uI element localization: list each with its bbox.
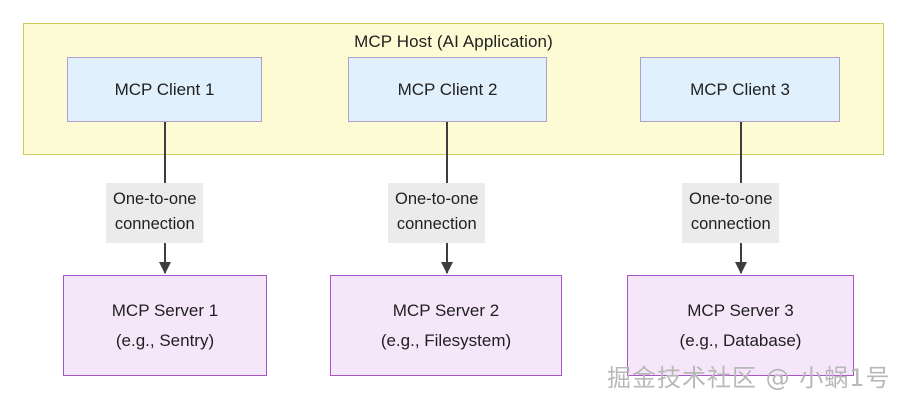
connection-label-1-line1: One-to-one	[113, 190, 197, 208]
mcp-client-2-box[interactable]: MCP Client 2	[348, 57, 547, 122]
connection-label-2: One-to-one connection	[388, 183, 486, 243]
arrowhead-icon-2	[440, 262, 453, 274]
mcp-server-3-title: MCP Server 3	[687, 300, 794, 320]
connection-label-1-line2: connection	[114, 215, 195, 233]
mcp-server-2-box[interactable]: MCP Server 2 (e.g., Filesystem)	[330, 275, 562, 376]
mcp-server-3-box[interactable]: MCP Server 3 (e.g., Database)	[627, 275, 854, 376]
connection-label-3: One-to-one connection	[682, 183, 780, 243]
mcp-client-1-box[interactable]: MCP Client 1	[67, 57, 262, 122]
mcp-server-1-example: (e.g., Sentry)	[115, 330, 215, 350]
mcp-server-2-example: (e.g., Filesystem)	[380, 330, 512, 350]
connection-label-3-line1: One-to-one	[689, 190, 773, 208]
mcp-server-1-title: MCP Server 1	[111, 300, 219, 320]
connection-label-3-line2: connection	[690, 215, 771, 233]
mcp-host-title: MCP Host (AI Application)	[354, 32, 553, 51]
connection-label-2-line1: One-to-one	[395, 190, 479, 208]
connection-label-2-line2: connection	[396, 215, 477, 233]
mcp-server-3-example: (e.g., Database)	[679, 330, 802, 350]
mcp-server-2-title: MCP Server 2	[392, 300, 500, 320]
connection-label-1: One-to-one connection	[106, 183, 204, 243]
mcp-server-1-box[interactable]: MCP Server 1 (e.g., Sentry)	[63, 275, 267, 376]
arrowhead-icon-1	[158, 262, 171, 274]
arrowhead-icon-3	[734, 262, 747, 274]
mcp-client-3-box[interactable]: MCP Client 3	[640, 57, 840, 122]
